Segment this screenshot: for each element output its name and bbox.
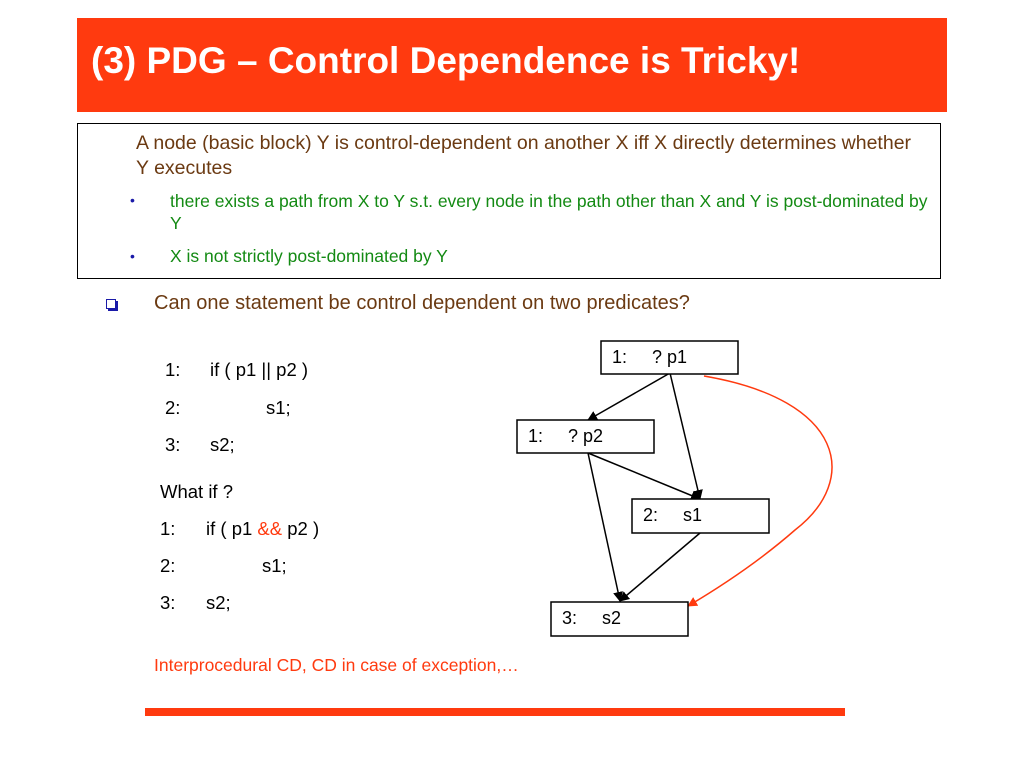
and-operator: && xyxy=(257,518,283,539)
node-label: s1 xyxy=(683,505,702,525)
cfg-node-s2: 3: s2 xyxy=(550,601,689,637)
node-number: 1: xyxy=(528,426,543,446)
question-text: Can one statement be control dependent o… xyxy=(154,292,690,314)
title-bar: (3) PDG – Control Dependence is Tricky! xyxy=(77,18,947,112)
code-line-number: 3: xyxy=(165,434,181,455)
cfg-node-s1: 2: s1 xyxy=(631,498,770,534)
edge-p2-to-s2 xyxy=(587,452,623,602)
checkbox-bullet-icon xyxy=(106,299,116,309)
slide-title: (3) PDG – Control Dependence is Tricky! xyxy=(91,40,801,81)
code-statement: s1; xyxy=(266,397,291,418)
node-number: 1: xyxy=(612,347,627,367)
edge-p1-to-s2-red xyxy=(687,375,833,607)
footer-note: Interprocedural CD, CD in case of except… xyxy=(154,655,519,675)
edge-p2-to-s1 xyxy=(587,452,701,501)
what-if-label: What if ? xyxy=(160,481,233,502)
code-statement: if ( p1 && p2 ) xyxy=(206,518,319,540)
edge-p1-to-p2 xyxy=(587,372,671,421)
node-label: ? p1 xyxy=(652,347,687,367)
bullet-marker: • xyxy=(130,192,135,208)
definition-text: A node (basic block) Y is control-depend… xyxy=(136,132,912,179)
node-label: s2 xyxy=(602,608,621,628)
footer-divider xyxy=(145,708,845,716)
code-line-number: 1: xyxy=(160,518,176,539)
cfg-node-p2: 1: ? p2 xyxy=(516,419,655,454)
node-number: 3: xyxy=(562,608,577,628)
definition-box: A node (basic block) Y is control-depend… xyxy=(77,123,941,279)
code-line-number: 2: xyxy=(160,555,176,576)
code-post: p2 ) xyxy=(287,518,320,539)
code-pre: if ( p1 xyxy=(206,518,253,539)
code-line-number: 2: xyxy=(165,397,181,418)
code-statement: s2; xyxy=(210,434,235,455)
cfg-node-p1: 1: ? p1 xyxy=(600,340,739,375)
edge-s1-to-s2 xyxy=(619,532,701,602)
code-statement: s2; xyxy=(206,592,231,613)
edge-p1-to-s1 xyxy=(669,372,703,500)
node-number: 2: xyxy=(643,505,658,525)
node-label: ? p2 xyxy=(568,426,603,446)
code-line-number: 1: xyxy=(165,359,181,380)
code-line-number: 3: xyxy=(160,592,176,613)
code-statement: if ( p1 || p2 ) xyxy=(210,359,309,380)
bullet-item: there exists a path from X to Y s.t. eve… xyxy=(170,191,928,233)
bullet-item: X is not strictly post-dominated by Y xyxy=(170,246,448,266)
bullet-marker: • xyxy=(130,248,135,264)
code-statement: s1; xyxy=(262,555,287,576)
